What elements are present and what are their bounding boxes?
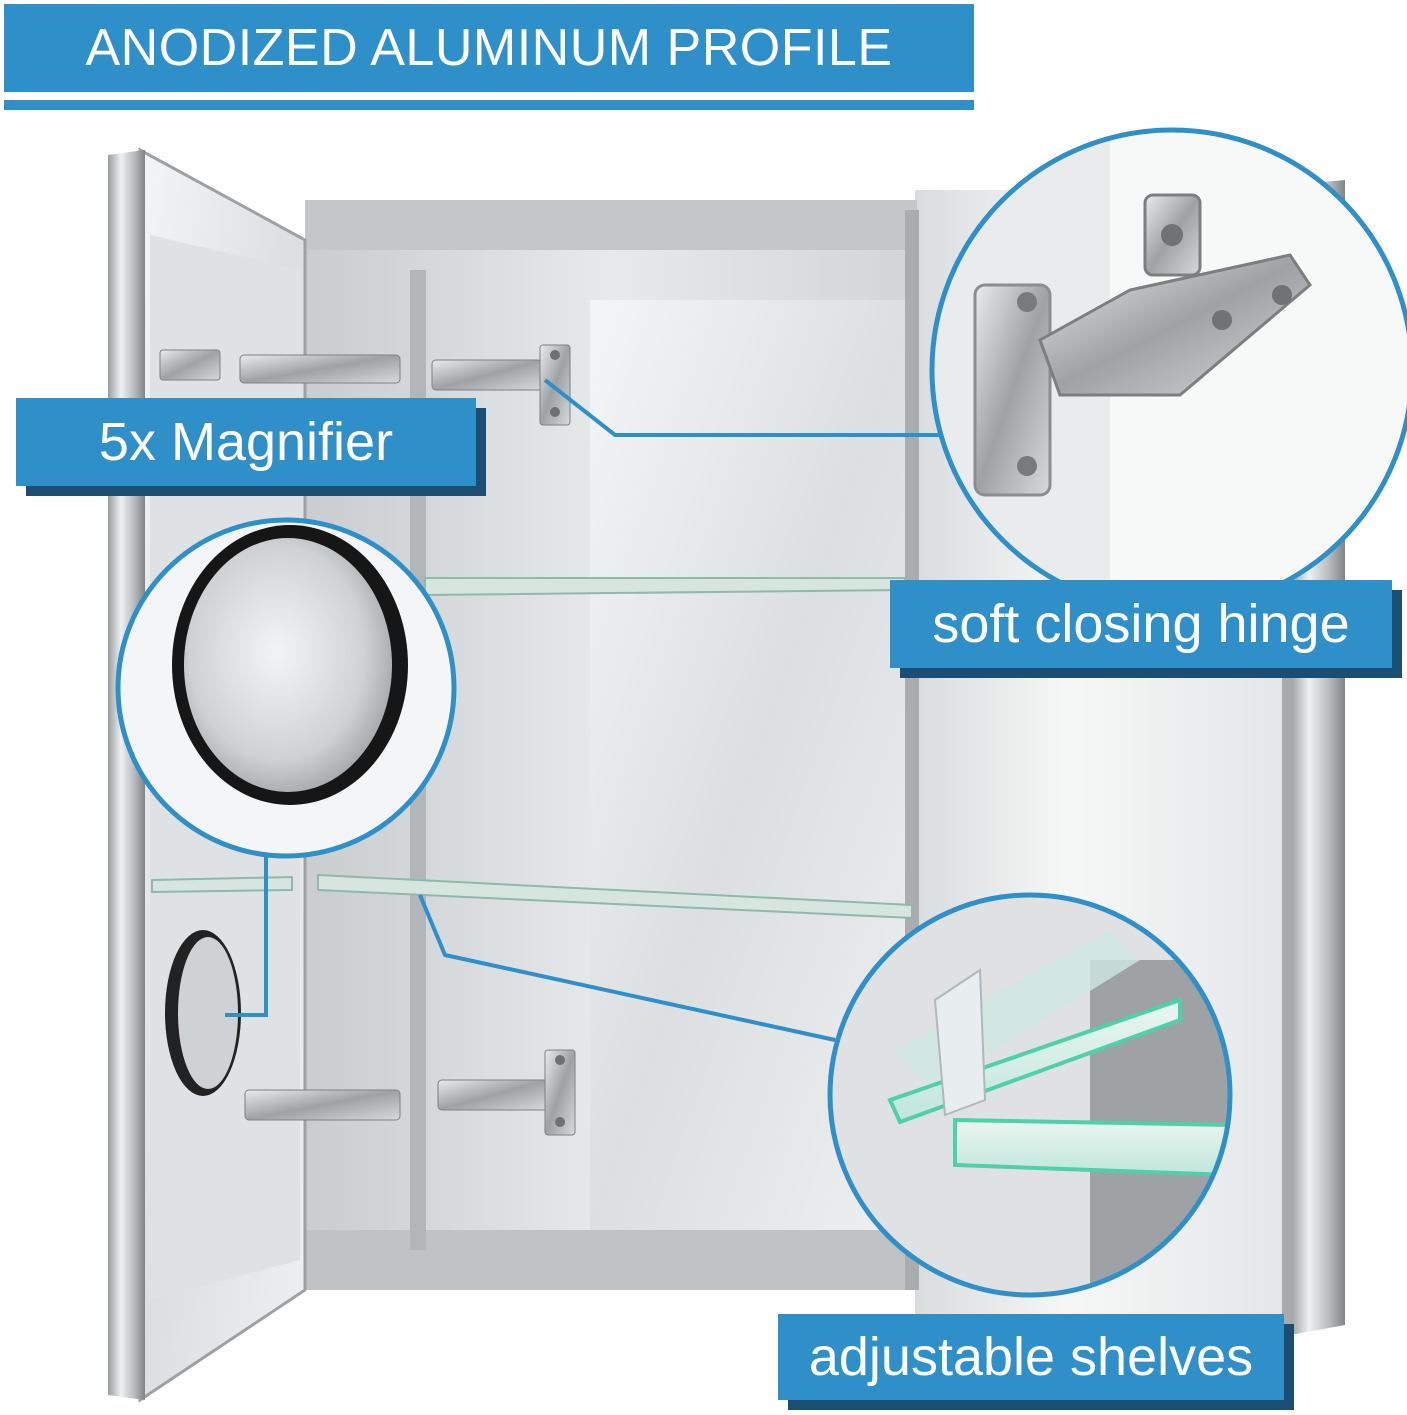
- title-underline: [4, 100, 974, 110]
- hinge-label-text: soft closing hinge: [932, 594, 1350, 654]
- hinge-label: soft closing hinge: [890, 580, 1392, 668]
- shelf-clip-detail-circle: [827, 892, 1233, 1298]
- callout-line-magnifier: [225, 855, 268, 1017]
- cabinet-bottom-frame: [305, 1230, 917, 1290]
- shelves-label-text: adjustable shelves: [808, 1327, 1254, 1387]
- magnifier-detail-circle: [115, 517, 457, 859]
- title-text: ANODIZED ALUMINUM PROFILE: [85, 19, 893, 77]
- shelves-label: adjustable shelves: [778, 1314, 1284, 1400]
- magnifier-label: 5x Magnifier: [16, 398, 476, 486]
- callout-line-shelves: [418, 894, 836, 1042]
- lower-shelf: [317, 873, 913, 920]
- hinge-upper-cabinet: [431, 344, 571, 426]
- hinge-lower-door: [244, 1089, 401, 1121]
- right-profile-edge: [1282, 185, 1292, 1335]
- magnifier-label-text: 5x Magnifier: [98, 412, 394, 472]
- title-banner: ANODIZED ALUMINUM PROFILE: [4, 4, 974, 92]
- door-shelf: [151, 875, 293, 894]
- hinge-detail-circle: [929, 127, 1407, 613]
- hinge-upper-door: [159, 349, 401, 384]
- cabinet-top-frame: [305, 200, 917, 250]
- hinge-lower-cabinet: [437, 1049, 576, 1136]
- callout-line-hinge: [543, 378, 945, 437]
